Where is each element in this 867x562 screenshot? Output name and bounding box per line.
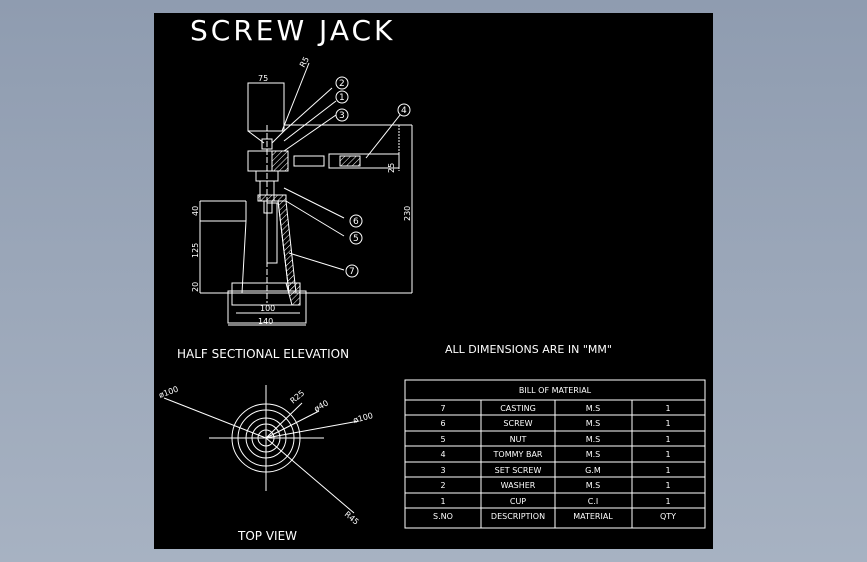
bom-cell: 1: [440, 497, 445, 506]
bom-header: QTY: [660, 512, 676, 521]
top-dim-4: ø100: [352, 411, 374, 425]
bom-cell: 1: [665, 435, 670, 444]
drawing-title: SCREW JACK: [190, 14, 395, 47]
bom-cell: 2: [440, 481, 445, 490]
balloon-5: 5: [353, 234, 359, 244]
bom-header: S.NO: [433, 512, 453, 521]
bom-header: DESCRIPTION: [491, 512, 545, 521]
dim-overall-height: 230: [403, 206, 412, 221]
top-view: [163, 385, 360, 514]
cup-part: [247, 82, 285, 132]
half-sectional-elevation: [199, 62, 413, 326]
bom-cell: 6: [440, 419, 445, 428]
bom-cell: 1: [665, 419, 670, 428]
balloon-1: 1: [339, 93, 345, 103]
top-dim-3: ø40: [313, 398, 331, 413]
bom-cell: CUP: [510, 497, 526, 506]
bom-cell: WASHER: [501, 481, 536, 490]
bom-cell: 1: [665, 466, 670, 475]
bom-cell: 3: [440, 466, 445, 475]
cad-drawing: SCREW JACK: [158, 14, 706, 543]
balloon-7: 7: [349, 267, 355, 277]
bom-cell: 1: [665, 497, 670, 506]
bom-cell: M.S: [586, 435, 601, 444]
dim-h20: 20: [191, 282, 200, 292]
bom-cell: SCREW: [503, 419, 532, 428]
bom-cell: NUT: [510, 435, 527, 444]
dim-base-inner: 100: [260, 304, 275, 313]
dim-bar-dia: 25: [387, 163, 396, 173]
balloon-4: 4: [401, 106, 407, 116]
bom-cell: TOMMY BAR: [493, 450, 543, 459]
top-dim-2: R25: [289, 389, 307, 406]
elevation-caption: HALF SECTIONAL ELEVATION: [177, 347, 349, 361]
dim-base-outer: 140: [258, 317, 273, 326]
bom-cell: M.S: [586, 419, 601, 428]
bom-cell: 1: [665, 404, 670, 413]
bom-cell: M.S: [586, 404, 601, 413]
bom-cell: SET SCREW: [495, 466, 542, 475]
dim-h125: 125: [191, 243, 200, 258]
units-note: ALL DIMENSIONS ARE IN "MM": [445, 343, 612, 356]
bom-cell: 1: [665, 450, 670, 459]
bom-header: MATERIAL: [573, 512, 613, 521]
dim-h40: 40: [191, 206, 200, 216]
dim-screw-dia: R5: [298, 55, 311, 69]
balloon-3: 3: [339, 111, 345, 121]
bom-cell: C.I: [588, 497, 599, 506]
part-balloons: [335, 76, 411, 278]
dim-top-width: 75: [258, 74, 268, 83]
bom-table: [404, 379, 706, 529]
balloon-2: 2: [339, 79, 345, 89]
bom-cell: 7: [440, 404, 445, 413]
bom-cell: CASTING: [500, 404, 536, 413]
bom-cell: G.M: [585, 466, 601, 475]
bom-title: BILL OF MATERIAL: [519, 386, 592, 395]
bom-cell: 1: [665, 481, 670, 490]
bom-text: BILL OF MATERIAL 7 CASTING M.S 1 6 SCREW M.S 1 5 N…: [433, 386, 676, 521]
top-dim-1: ø100: [158, 385, 180, 400]
bom-cell: 4: [440, 450, 445, 459]
top-view-caption: TOP VIEW: [237, 529, 297, 543]
bom-cell: 5: [440, 435, 445, 444]
drawing-sheet: SCREW JACK: [154, 13, 713, 549]
balloon-6: 6: [353, 217, 359, 227]
bom-cell: M.S: [586, 450, 601, 459]
bom-cell: M.S: [586, 481, 601, 490]
top-dim-5: R45: [343, 510, 361, 527]
